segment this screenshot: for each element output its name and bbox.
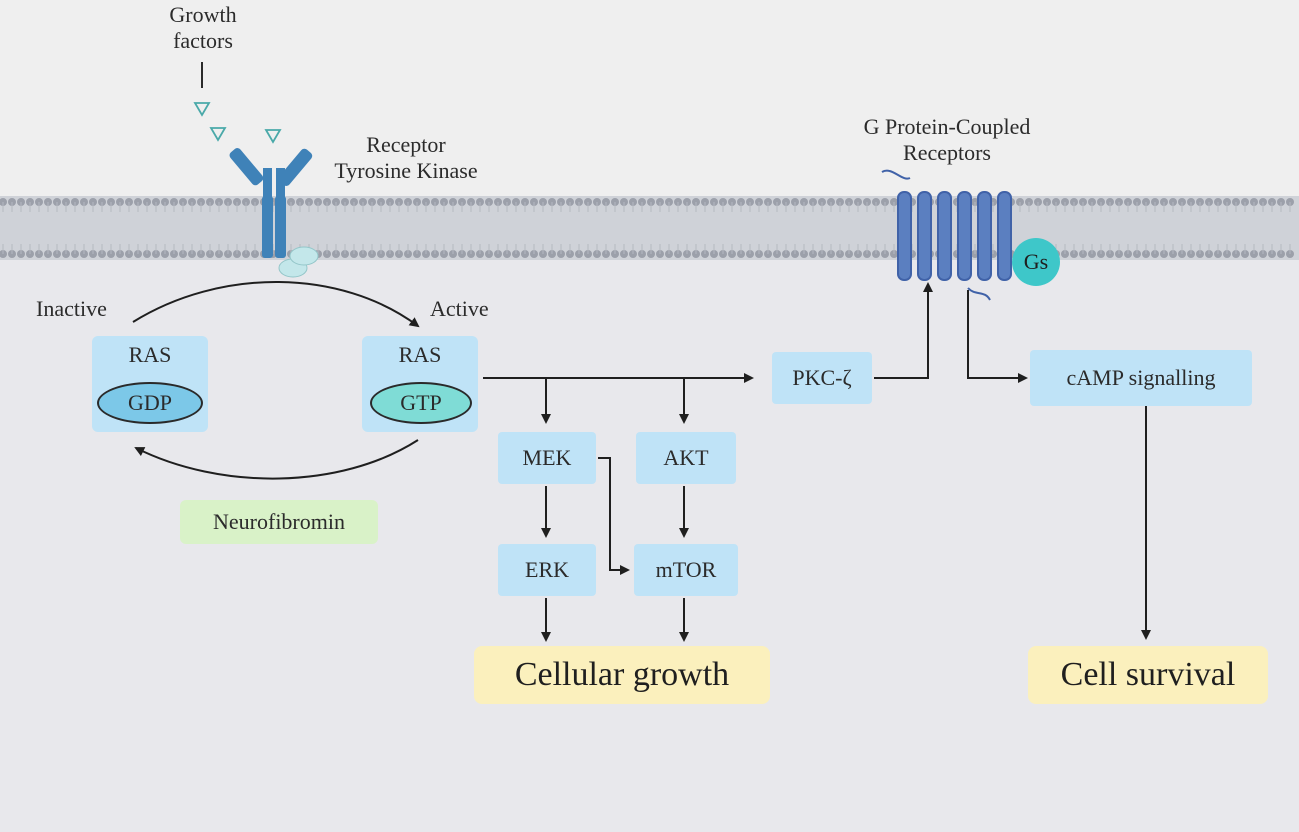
gpcr-icon: [881, 169, 1012, 301]
pkc-box: PKC-ζ: [772, 352, 872, 404]
extracellular-space: [0, 0, 1299, 196]
receptor-tyrosine-kinase-label: Receptor Tyrosine Kinase: [334, 132, 478, 183]
growth-factors-label: Growth factors: [169, 2, 237, 53]
gpcr-label: G Protein-Coupled Receptors: [863, 114, 1031, 165]
inactivation-arrow: [134, 439, 419, 480]
arrow-gpcr-to-camp: [967, 290, 1028, 383]
arrow-mek-to-mtor: [598, 457, 630, 575]
growth-factor-icon: [193, 102, 211, 117]
gtp-oval: GTP: [370, 382, 472, 424]
cell-membrane: [0, 196, 1299, 260]
mek-box: MEK: [498, 432, 596, 484]
gs-protein-icon: [1012, 238, 1060, 286]
growth-factor-icon: [264, 129, 282, 144]
ras-active-box: RAS GTP: [362, 336, 478, 432]
akt-box: AKT: [636, 432, 736, 484]
receptor-tyrosine-kinase-icon: [229, 148, 319, 278]
growth-factor-icon: [209, 127, 227, 142]
activation-arrow: [132, 281, 420, 328]
ras-inactive-title: RAS: [128, 342, 172, 367]
arrow-pkc-to-gpcr: [874, 282, 933, 379]
mtor-box: mTOR: [634, 544, 738, 596]
cell-survival-box: Cell survival: [1028, 646, 1268, 704]
erk-box: ERK: [498, 544, 596, 596]
ras-inactive-box: RAS GDP: [92, 336, 208, 432]
gs-label: Gs: [1023, 249, 1049, 274]
cellular-growth-box: Cellular growth: [474, 646, 770, 704]
neurofibromin-box: Neurofibromin: [180, 500, 378, 544]
ras-active-title: RAS: [398, 342, 442, 367]
gdp-oval: GDP: [97, 382, 203, 424]
camp-box: cAMP signalling: [1030, 350, 1252, 406]
active-label: Active: [430, 296, 489, 321]
inactive-label: Inactive: [36, 296, 107, 321]
